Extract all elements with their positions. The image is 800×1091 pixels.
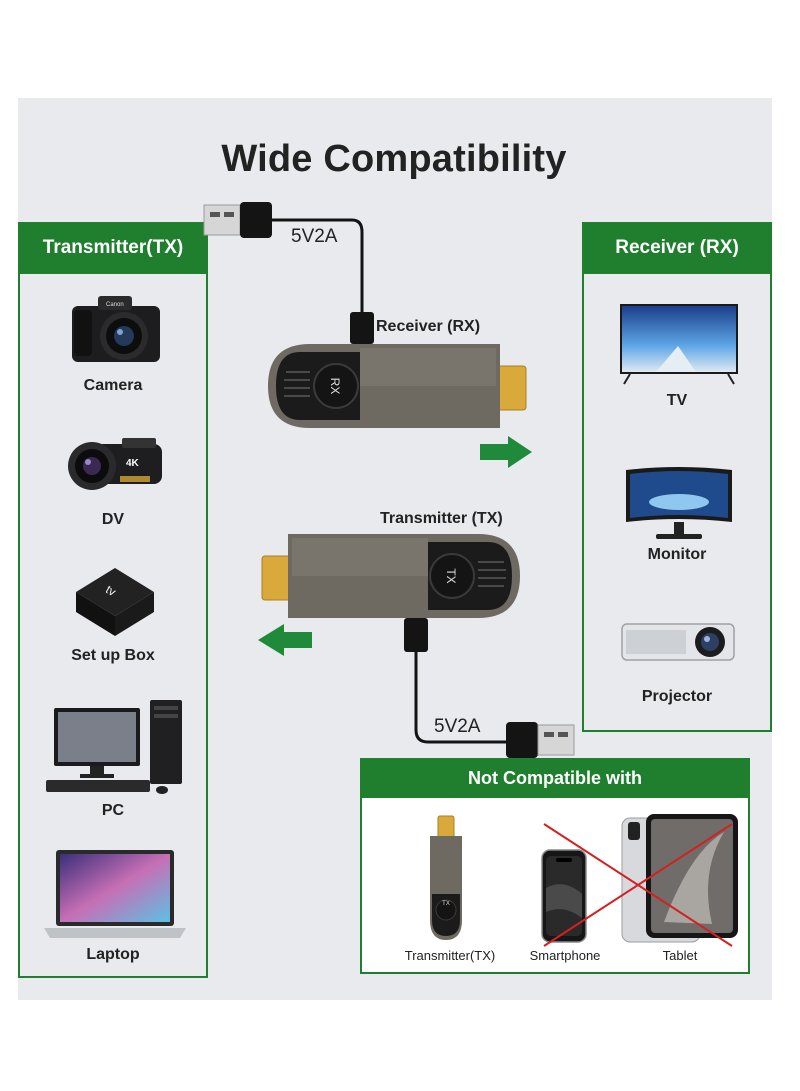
svg-text:4K: 4K <box>126 458 140 469</box>
cable-bottom <box>414 652 506 744</box>
transmitter-panel-header: Transmitter(TX) <box>18 222 208 274</box>
smartphone-icon <box>541 849 587 943</box>
desktop-pc-icon <box>46 700 182 794</box>
power-label-top: 5V2A <box>291 226 338 247</box>
svg-text:Canon: Canon <box>106 302 124 308</box>
tablet-icon <box>621 814 738 943</box>
smartphone-label: Smartphone <box>529 948 601 963</box>
receiver-badge: RX <box>328 378 342 395</box>
pc-label: PC <box>101 802 125 819</box>
transmitter-device-label: Transmitter (TX) <box>380 510 503 527</box>
usb-plug-top-icon <box>203 202 272 238</box>
monitor-label: Monitor <box>647 546 707 563</box>
tv-label: TV <box>666 392 688 409</box>
arrow-left-icon <box>258 624 312 656</box>
arrow-right-icon <box>480 436 532 468</box>
set-up-box-label: Set up Box <box>71 647 155 664</box>
power-label-bottom: 5V2A <box>434 716 481 737</box>
receiver-panel: Receiver (RX) TV Monitor Projector <box>582 222 772 732</box>
not-compatible-panel: Not Compatible with TX Transmitter(TX) S… <box>360 758 750 974</box>
projector-label: Projector <box>641 688 713 705</box>
receiver-device-icon <box>268 344 527 428</box>
not-compatible-header: Not Compatible with <box>360 758 750 798</box>
projector-icon <box>621 623 735 661</box>
transmitter-badge: TX <box>444 568 458 583</box>
dv-label: DV <box>101 511 125 528</box>
receiver-panel-header: Receiver (RX) <box>582 222 772 274</box>
transmitter-stick-icon: TX <box>430 815 462 940</box>
camcorder-icon: 4K <box>68 438 162 490</box>
monitor-icon <box>626 467 732 539</box>
page-title: Wide Compatibility <box>221 138 567 180</box>
transmitter-panel: Transmitter(TX) Canon Camera 4K DV tv Se… <box>18 222 208 978</box>
tv-icon <box>620 304 738 385</box>
not-compatible-cross-icon <box>543 823 733 947</box>
set-top-box-icon: tv <box>76 568 154 636</box>
transmitter-stick-label: Transmitter(TX) <box>404 948 496 963</box>
usb-plug-bottom-icon <box>506 722 575 758</box>
laptop-icon <box>44 850 186 938</box>
micro-usb-top <box>350 312 374 344</box>
tablet-label: Tablet <box>662 948 698 963</box>
camera-label: Camera <box>83 377 143 394</box>
cable-top <box>272 218 364 316</box>
receiver-device-label: Receiver (RX) <box>376 318 481 335</box>
camera-icon: Canon <box>72 296 160 362</box>
svg-text:TX: TX <box>442 901 450 907</box>
laptop-label: Laptop <box>86 946 140 963</box>
micro-usb-bottom <box>404 618 428 652</box>
transmitter-device-icon <box>261 534 520 618</box>
